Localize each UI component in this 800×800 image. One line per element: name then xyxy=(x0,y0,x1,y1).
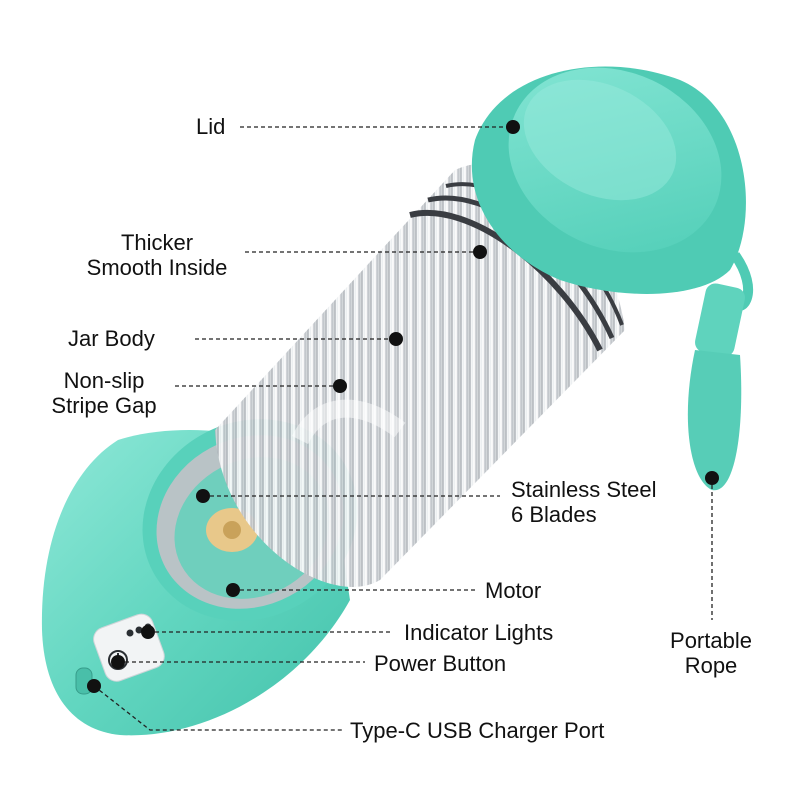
label-non-slip-line2: Stripe Gap xyxy=(51,393,157,418)
leader-usb xyxy=(93,685,343,731)
label-type-c-port: Type-C USB Charger Port xyxy=(350,718,605,743)
dot-indicator xyxy=(141,625,155,639)
dot-rope xyxy=(705,471,719,485)
dot-power xyxy=(111,655,125,669)
dot-non-slip xyxy=(333,379,347,393)
label-lid: Lid xyxy=(196,114,226,139)
label-thicker-line1: Thicker xyxy=(120,230,194,255)
leader-lines xyxy=(93,126,713,731)
label-stainless-steel-blades: Stainless Steel 6 Blades xyxy=(511,477,657,527)
label-indicator-lights: Indicator Lights xyxy=(404,620,554,645)
lid xyxy=(471,66,746,294)
label-blades-line1: Stainless Steel xyxy=(511,477,657,502)
dot-lid xyxy=(506,120,520,134)
label-jar-body: Jar Body xyxy=(68,326,155,351)
label-non-slip-line1: Non-slip xyxy=(63,368,145,393)
label-portable-rope: Portable Rope xyxy=(652,628,770,678)
dot-jar-body xyxy=(389,332,403,346)
label-motor: Motor xyxy=(485,578,542,603)
dot-thicker xyxy=(473,245,487,259)
label-rope-line2: Rope xyxy=(684,653,738,678)
label-thicker-line2: Smooth Inside xyxy=(86,255,228,280)
callout-dots xyxy=(87,120,719,693)
label-blades-line2: 6 Blades xyxy=(511,502,597,527)
portable-rope xyxy=(687,252,754,491)
dot-blades xyxy=(196,489,210,503)
label-non-slip-stripe-gap: Non-slip Stripe Gap xyxy=(36,368,172,418)
label-power-button: Power Button xyxy=(374,651,507,676)
dot-motor xyxy=(226,583,240,597)
dot-usb xyxy=(87,679,101,693)
label-rope-line1: Portable xyxy=(670,628,752,653)
label-thicker-smooth-inside: Thicker Smooth Inside xyxy=(68,230,246,280)
